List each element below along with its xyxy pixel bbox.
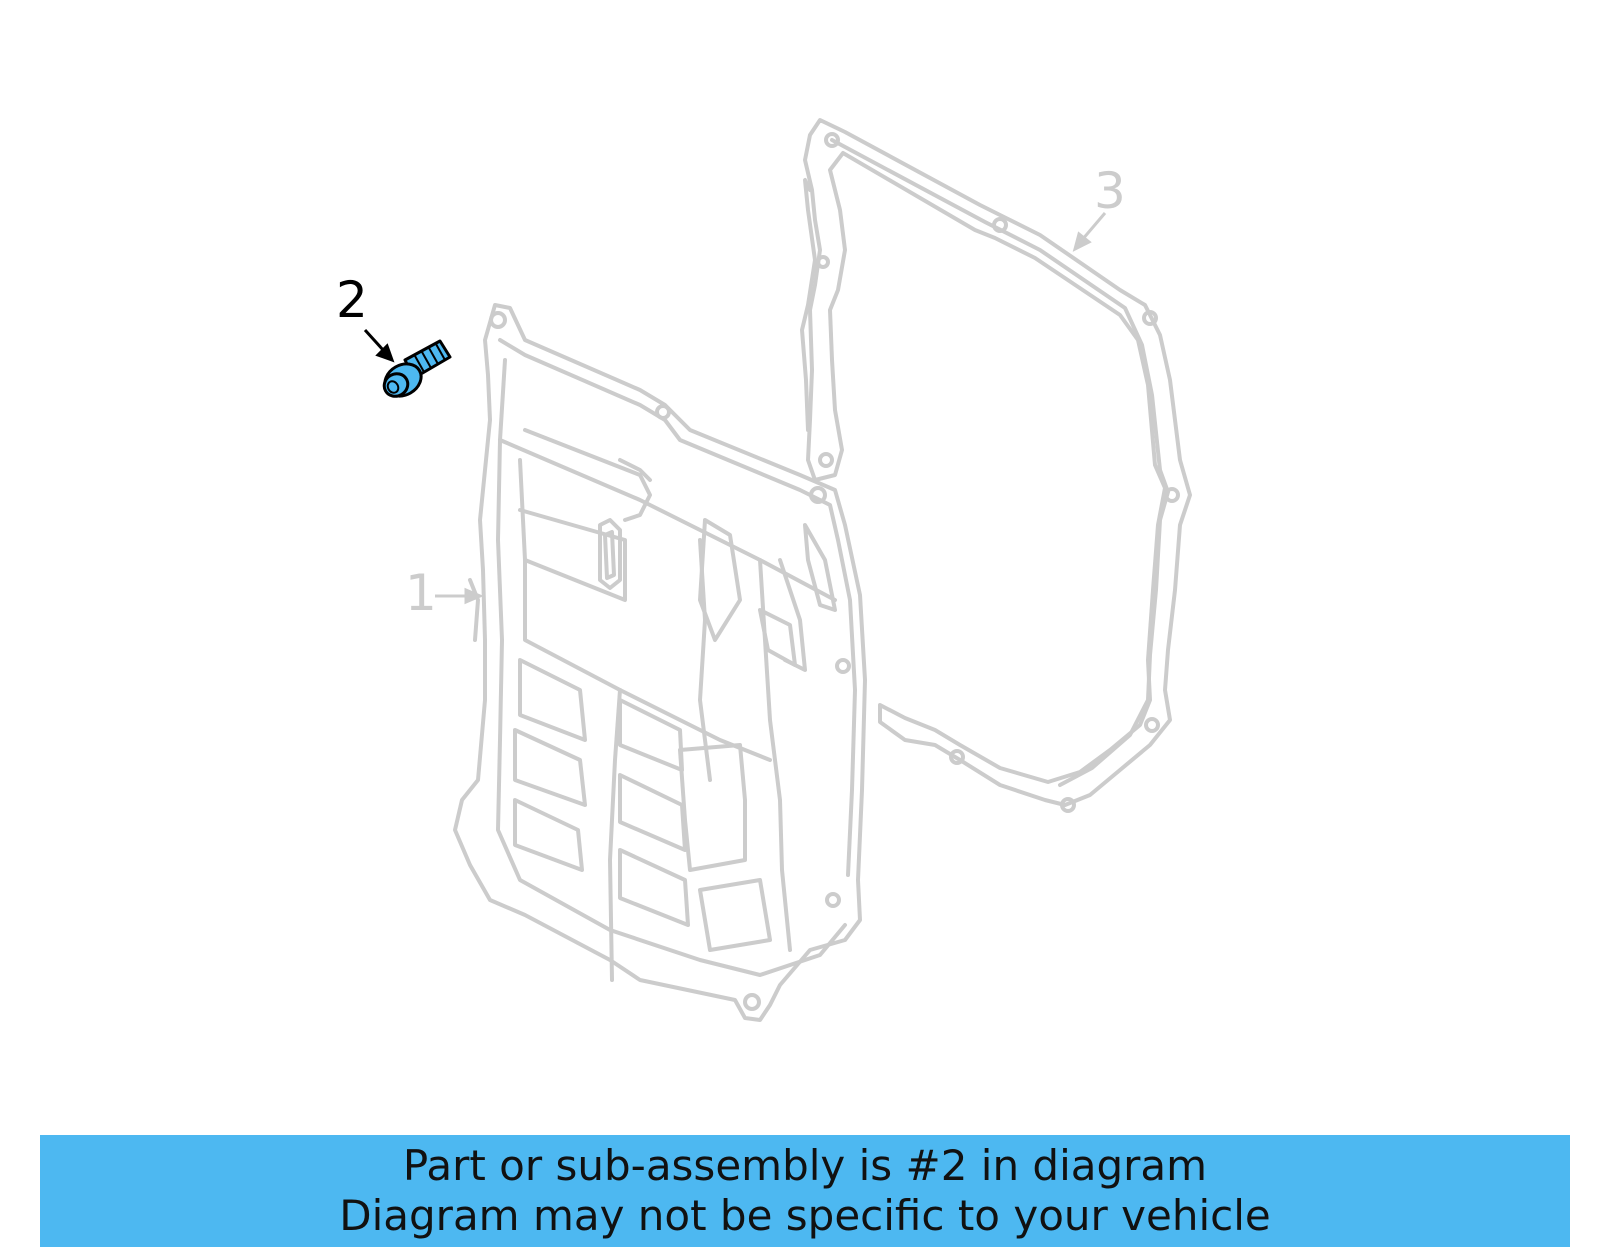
banner-line-2: Diagram may not be specific to your vehi… bbox=[339, 1191, 1271, 1240]
callout-label-1: 1 bbox=[405, 564, 437, 622]
callout-3-arrow bbox=[1072, 212, 1107, 252]
callout-2-arrow bbox=[363, 328, 395, 363]
disclaimer-banner: Part or sub-assembly is #2 in diagram Di… bbox=[40, 1135, 1570, 1247]
oil-pan-bolt bbox=[382, 339, 452, 398]
banner-line-1: Part or sub-assembly is #2 in diagram bbox=[402, 1141, 1208, 1190]
oil-pan-gasket bbox=[800, 118, 1192, 813]
callout-label-2: 2 bbox=[336, 271, 368, 329]
callout-label-3: 3 bbox=[1094, 162, 1126, 220]
callout-1-arrow bbox=[435, 587, 484, 605]
oil-pan bbox=[453, 303, 867, 1022]
